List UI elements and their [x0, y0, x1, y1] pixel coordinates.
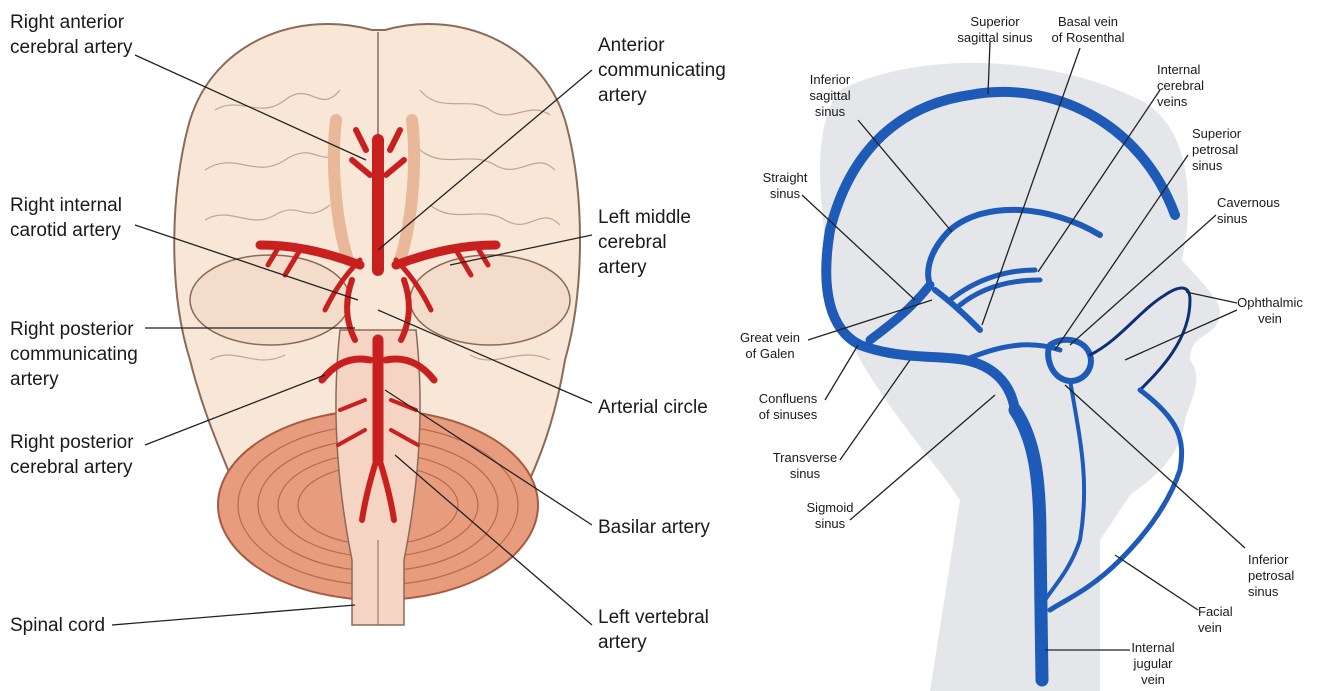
label-right-internal-carotid-artery: Right internal carotid artery — [10, 193, 122, 243]
leader-spinal-cord — [112, 605, 355, 625]
label-confluens-of-sinuses: Confluens of sinuses — [748, 391, 828, 423]
label-superior-sagittal-sinus: Superior sagittal sinus — [945, 14, 1045, 46]
label-facial-vein: Facial vein — [1198, 604, 1233, 636]
label-left-middle-cerebral-artery: Left middle cerebral artery — [598, 205, 691, 280]
veins-diagram-panel: Superior sagittal sinus Basal vein of Ro… — [720, 0, 1323, 691]
label-transverse-sinus: Transverse sinus — [760, 450, 850, 482]
label-right-anterior-cerebral-artery: Right anterior cerebral artery — [10, 10, 133, 60]
label-spinal-cord: Spinal cord — [10, 613, 105, 638]
right-temporal-lobe — [190, 255, 350, 345]
label-great-vein-of-galen: Great vein of Galen — [730, 330, 810, 362]
label-superior-petrosal-sinus: Superior petrosal sinus — [1192, 126, 1241, 174]
label-anterior-communicating-artery: Anterior communicating artery — [598, 33, 726, 108]
label-basal-vein-of-rosenthal: Basal vein of Rosenthal — [1043, 14, 1133, 46]
label-inferior-petrosal-sinus: Inferior petrosal sinus — [1248, 552, 1294, 600]
label-cavernous-sinus: Cavernous sinus — [1217, 195, 1280, 227]
label-ophthalmic-vein: Ophthalmic vein — [1235, 295, 1305, 327]
label-left-vertebral-artery: Left vertebral artery — [598, 605, 709, 655]
label-right-posterior-cerebral-artery: Right posterior cerebral artery — [10, 430, 134, 480]
label-arterial-circle: Arterial circle — [598, 395, 708, 420]
label-straight-sinus: Straight sinus — [750, 170, 820, 202]
label-internal-cerebral-veins: Internal cerebral veins — [1157, 62, 1204, 110]
label-basilar-artery: Basilar artery — [598, 515, 710, 540]
leader-facial-vein — [1115, 555, 1198, 610]
label-internal-jugular-vein: Internal jugular vein — [1123, 640, 1183, 688]
label-sigmoid-sinus: Sigmoid sinus — [795, 500, 865, 532]
arteries-diagram-panel: Right anterior cerebral artery Anterior … — [0, 0, 760, 691]
label-right-posterior-communicating-artery: Right posterior communicating artery — [10, 317, 138, 392]
label-inferior-sagittal-sinus: Inferior sagittal sinus — [795, 72, 865, 120]
leader-confluens — [825, 345, 858, 400]
left-temporal-lobe — [410, 255, 570, 345]
head-silhouette — [820, 63, 1220, 691]
